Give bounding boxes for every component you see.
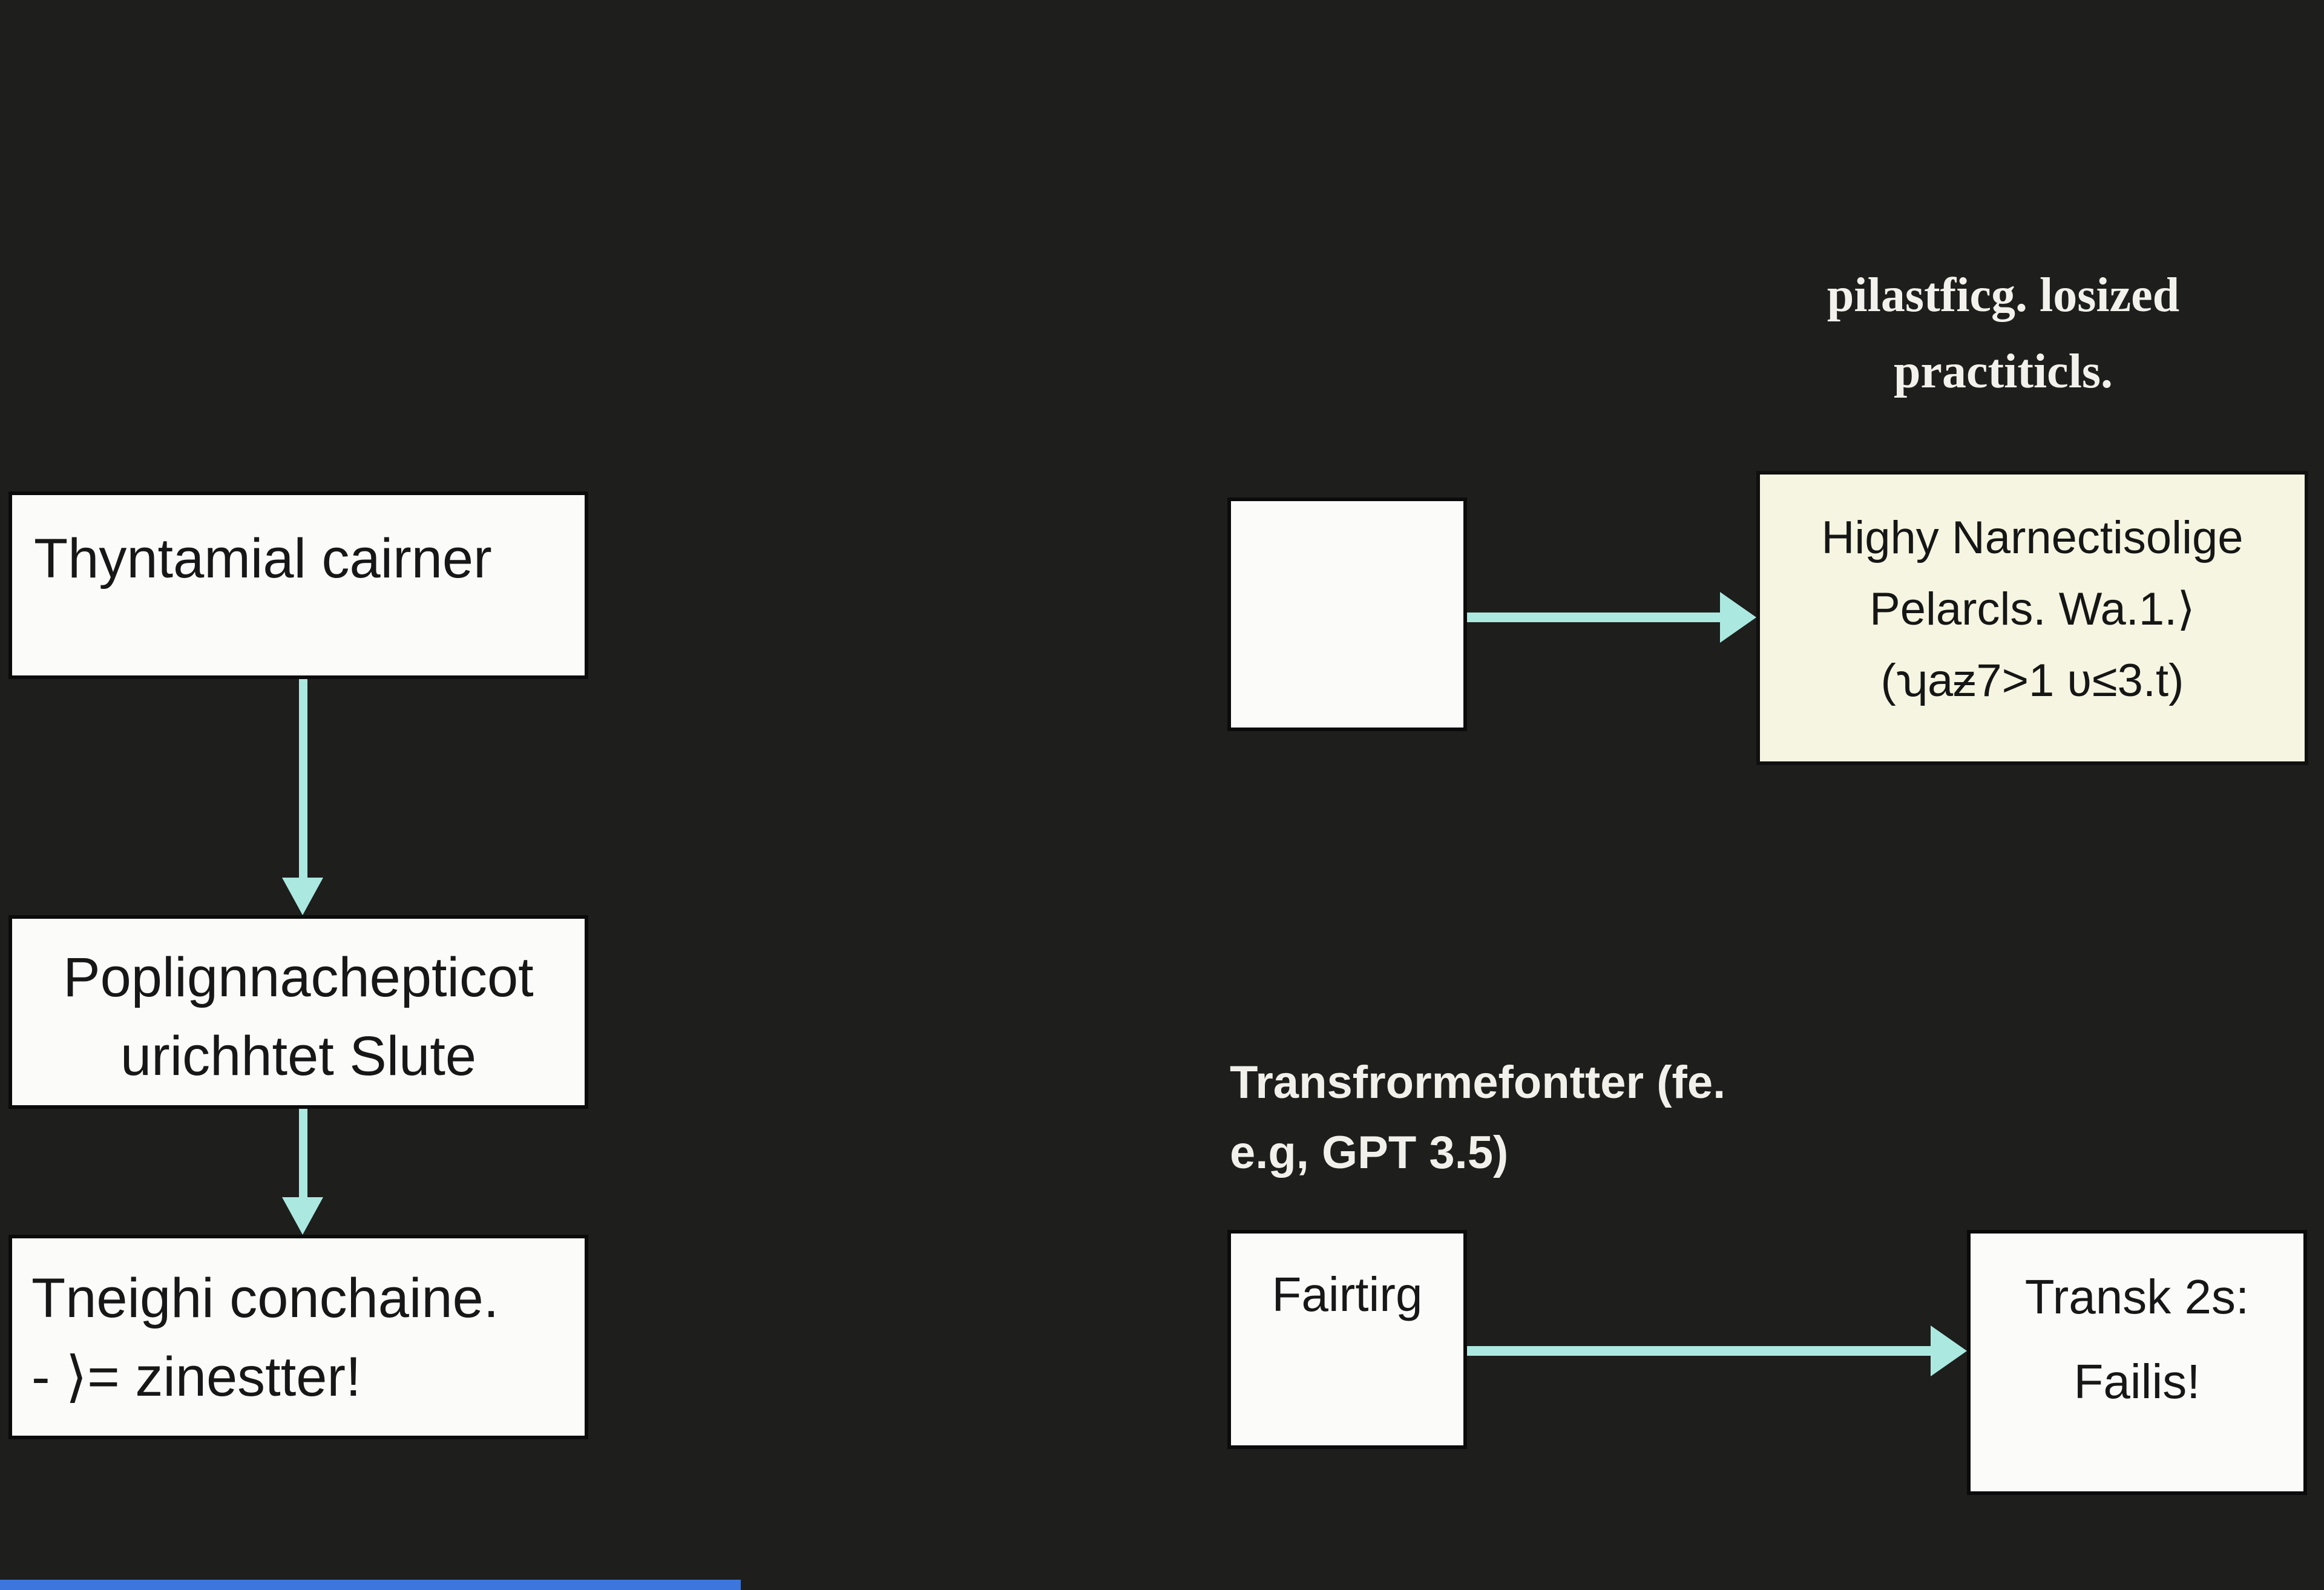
fairtirg-box-text: Fairtirg	[1272, 1269, 1423, 1322]
left-flow-box-2-line-2: urichhtet Slute	[120, 1024, 477, 1087]
arrow-down-icon	[299, 1109, 307, 1197]
left-flow-box-3: Tneighi conchaine. - ⟩= zinestter!	[8, 1235, 588, 1439]
yellow-result-line-2: Pelarcls. Wa.1.⟩	[1869, 585, 2195, 636]
top-right-note: pilastficg. losized practiticls.	[1719, 257, 2288, 409]
note-line-2: practiticls.	[1893, 344, 2113, 398]
left-flow-box-3-line-1: Tneighi conchaine.	[31, 1266, 499, 1329]
transk-box-line-1: Transk 2s:	[2024, 1271, 2250, 1324]
left-flow-box-2-line-1: Poplignnachepticot	[63, 945, 534, 1008]
empty-source-box	[1227, 498, 1467, 731]
arrow-down-head-icon	[282, 878, 323, 915]
bottom-blue-bar	[0, 1579, 741, 1590]
arrow-right-icon	[1467, 613, 1720, 622]
arrow-right-head-icon	[1931, 1326, 1967, 1376]
model-caption: Transfrormefontter (fe. e.g, GPT 3.5)	[1230, 1048, 1774, 1189]
left-flow-box-3-line-2: - ⟩= zinestter!	[31, 1345, 361, 1408]
transk-box: Transk 2s: Failis!	[1967, 1230, 2307, 1495]
arrow-down-head-icon	[282, 1197, 323, 1235]
model-caption-line-2: (fe. e.g, GPT 3.5)	[1230, 1058, 1726, 1179]
note-line-1: pilastficg. losized	[1827, 268, 2180, 322]
yellow-result-box: Highy Narnectisolige Pelarcls. Wa.1.⟩ (ʮ…	[1756, 471, 2308, 765]
left-flow-box-1-text: Thyntamial cairner	[34, 527, 492, 590]
yellow-result-line-1: Highy Narnectisolige	[1821, 513, 2244, 564]
fairtirg-box: Fairtirg	[1227, 1230, 1467, 1449]
left-flow-box-1: Thyntamial cairner	[8, 491, 588, 679]
arrow-right-head-icon	[1720, 592, 1756, 643]
transk-box-line-2: Failis!	[2073, 1356, 2201, 1409]
arrow-down-icon	[299, 679, 307, 878]
model-caption-line-1: Transfrormefontter	[1230, 1058, 1644, 1109]
arrow-right-icon	[1467, 1346, 1931, 1356]
left-flow-box-2: Poplignnachepticot urichhtet Slute	[8, 915, 588, 1109]
yellow-result-line-3: (ʮaƶ7>1 ʋ≤3.t)	[1880, 656, 2184, 707]
